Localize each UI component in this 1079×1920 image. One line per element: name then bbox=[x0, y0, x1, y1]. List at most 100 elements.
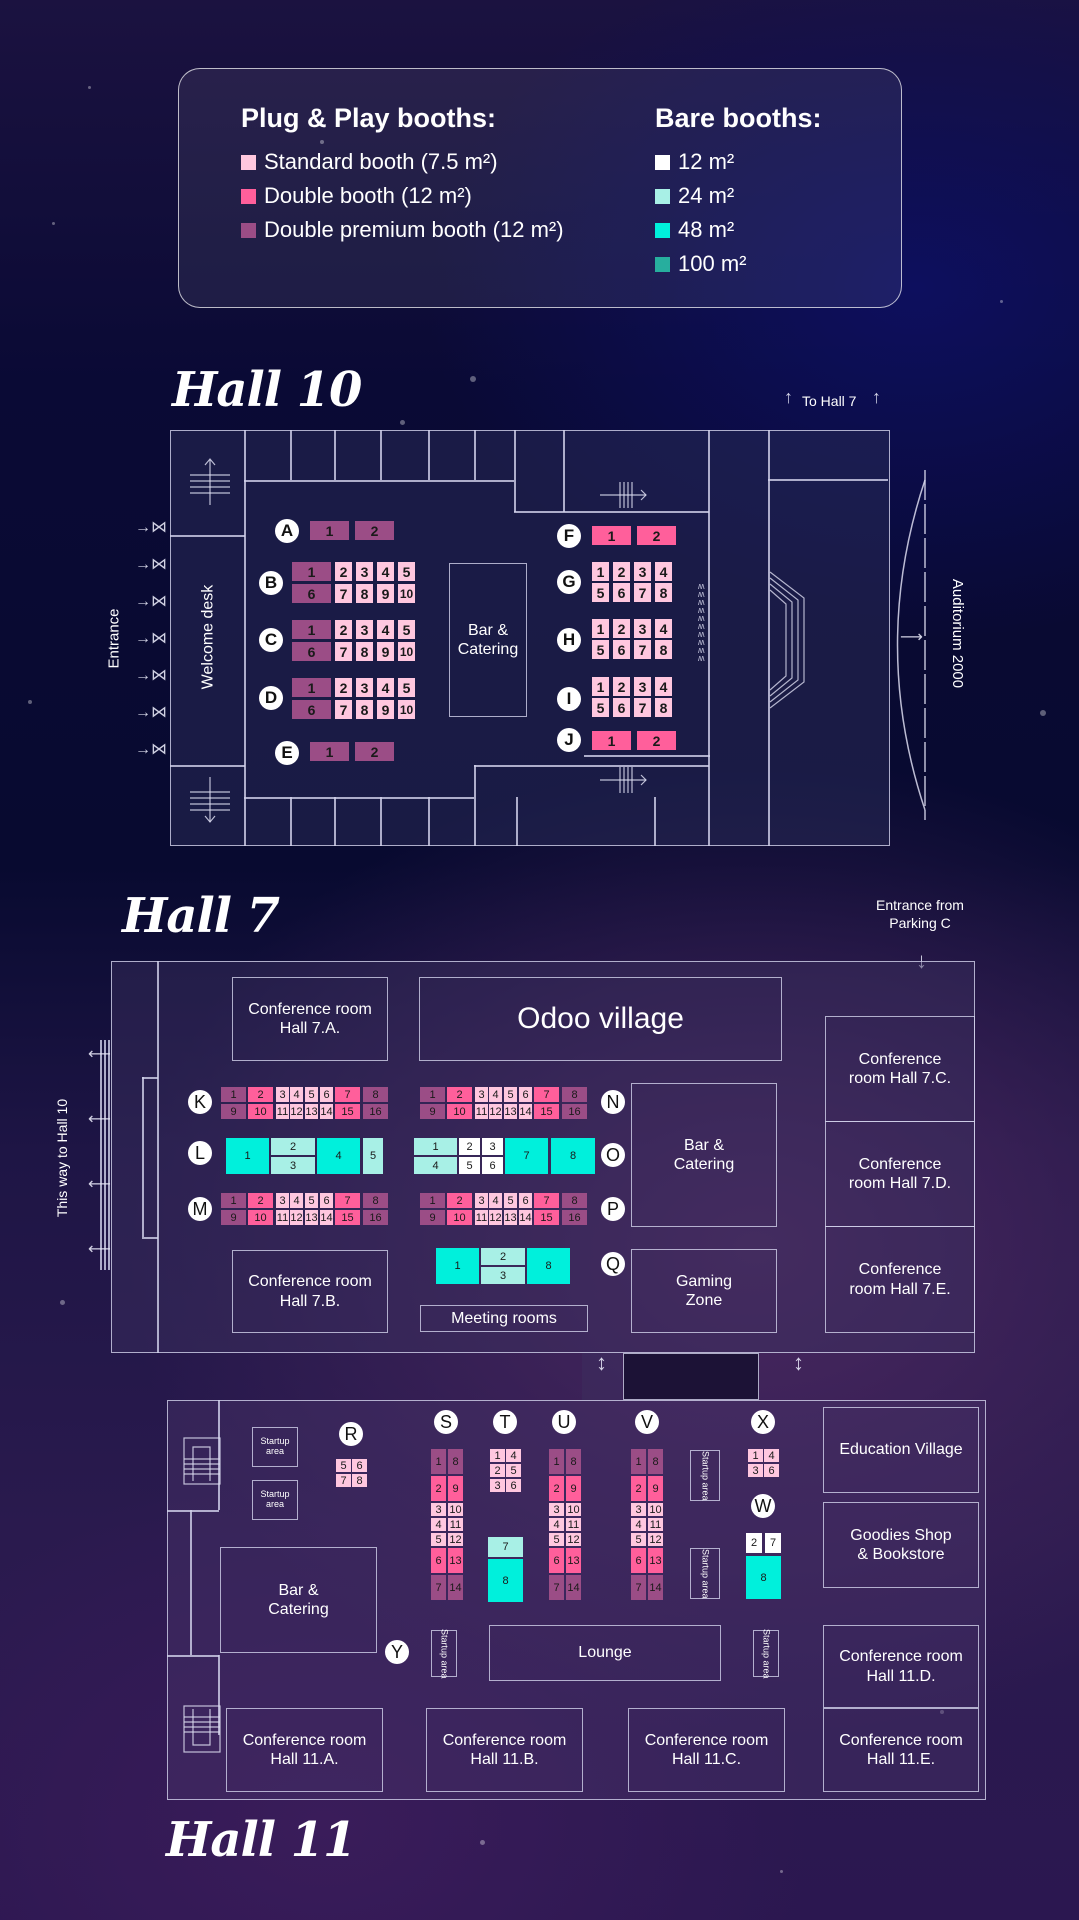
booth-q-3[interactable]: 3 bbox=[481, 1267, 525, 1284]
booth-p-16[interactable]: 16 bbox=[562, 1210, 587, 1225]
booth-s-4[interactable]: 4 bbox=[431, 1518, 446, 1531]
booth-k-8[interactable]: 8 bbox=[363, 1087, 388, 1102]
booth-u-8[interactable]: 8 bbox=[566, 1449, 581, 1474]
booth-o-4[interactable]: 4 bbox=[414, 1157, 457, 1174]
booth-m-5[interactable]: 5 bbox=[305, 1193, 318, 1208]
booth-t-6[interactable]: 6 bbox=[506, 1479, 521, 1492]
booth-h-2[interactable]: 2 bbox=[613, 619, 630, 638]
booth-h-6[interactable]: 6 bbox=[613, 640, 630, 659]
booth-p-14[interactable]: 14 bbox=[519, 1210, 532, 1225]
booth-p-10[interactable]: 10 bbox=[447, 1210, 472, 1225]
booth-x-3[interactable]: 3 bbox=[748, 1464, 763, 1477]
booth-k-15[interactable]: 15 bbox=[335, 1104, 360, 1119]
booth-u-13[interactable]: 13 bbox=[566, 1548, 581, 1573]
booth-n-1[interactable]: 1 bbox=[420, 1087, 445, 1102]
booth-a-2[interactable]: 2 bbox=[355, 521, 394, 540]
booth-b-10[interactable]: 10 bbox=[398, 584, 415, 603]
booth-w-8[interactable]: 8 bbox=[746, 1556, 781, 1599]
booth-s-10[interactable]: 10 bbox=[448, 1503, 463, 1516]
booth-s-14[interactable]: 14 bbox=[448, 1575, 463, 1600]
booth-p-8[interactable]: 8 bbox=[562, 1193, 587, 1208]
booth-i-1[interactable]: 1 bbox=[592, 677, 609, 696]
booth-x-6[interactable]: 6 bbox=[764, 1464, 779, 1477]
booth-v-5[interactable]: 5 bbox=[631, 1533, 646, 1546]
booth-b-8[interactable]: 8 bbox=[356, 584, 373, 603]
booth-l-4[interactable]: 4 bbox=[317, 1138, 360, 1174]
booth-v-2[interactable]: 2 bbox=[631, 1476, 646, 1501]
booth-n-15[interactable]: 15 bbox=[534, 1104, 559, 1119]
booth-q-8[interactable]: 8 bbox=[527, 1248, 570, 1284]
booth-u-5[interactable]: 5 bbox=[549, 1533, 564, 1546]
booth-p-1[interactable]: 1 bbox=[420, 1193, 445, 1208]
booth-o-1[interactable]: 1 bbox=[414, 1138, 457, 1155]
booth-s-3[interactable]: 3 bbox=[431, 1503, 446, 1516]
booth-p-6[interactable]: 6 bbox=[519, 1193, 532, 1208]
booth-o-6[interactable]: 6 bbox=[482, 1157, 503, 1174]
booth-c-7[interactable]: 7 bbox=[335, 642, 352, 661]
booth-u-3[interactable]: 3 bbox=[549, 1503, 564, 1516]
booth-i-5[interactable]: 5 bbox=[592, 698, 609, 717]
booth-l-5[interactable]: 5 bbox=[363, 1138, 383, 1174]
booth-h-1[interactable]: 1 bbox=[592, 619, 609, 638]
booth-r-7[interactable]: 7 bbox=[336, 1474, 351, 1487]
booth-r-8[interactable]: 8 bbox=[352, 1474, 367, 1487]
booth-n-5[interactable]: 5 bbox=[504, 1087, 517, 1102]
booth-k-3[interactable]: 3 bbox=[276, 1087, 289, 1102]
booth-k-10[interactable]: 10 bbox=[248, 1104, 273, 1119]
booth-m-12[interactable]: 12 bbox=[290, 1210, 303, 1225]
booth-u-12[interactable]: 12 bbox=[566, 1533, 581, 1546]
booth-m-4[interactable]: 4 bbox=[290, 1193, 303, 1208]
booth-s-1[interactable]: 1 bbox=[431, 1449, 446, 1474]
booth-g-6[interactable]: 6 bbox=[613, 583, 630, 602]
booth-i-6[interactable]: 6 bbox=[613, 698, 630, 717]
booth-p-11[interactable]: 11 bbox=[475, 1210, 488, 1225]
booth-v-1[interactable]: 1 bbox=[631, 1449, 646, 1474]
booth-k-11[interactable]: 11 bbox=[276, 1104, 289, 1119]
booth-m-13[interactable]: 13 bbox=[305, 1210, 318, 1225]
booth-s-5[interactable]: 5 bbox=[431, 1533, 446, 1546]
booth-c-3[interactable]: 3 bbox=[356, 620, 373, 639]
booth-b-3[interactable]: 3 bbox=[356, 562, 373, 581]
booth-b-5[interactable]: 5 bbox=[398, 562, 415, 581]
booth-g-4[interactable]: 4 bbox=[655, 562, 672, 581]
booth-b-6[interactable]: 6 bbox=[292, 584, 331, 603]
booth-m-14[interactable]: 14 bbox=[320, 1210, 333, 1225]
booth-n-8[interactable]: 8 bbox=[562, 1087, 587, 1102]
booth-q-1[interactable]: 1 bbox=[436, 1248, 479, 1284]
booth-x-1[interactable]: 1 bbox=[748, 1449, 763, 1462]
booth-v-10[interactable]: 10 bbox=[648, 1503, 663, 1516]
booth-a-1[interactable]: 1 bbox=[310, 521, 349, 540]
booth-d-2[interactable]: 2 bbox=[335, 678, 352, 697]
booth-t-7[interactable]: 7 bbox=[488, 1537, 523, 1557]
booth-o-5[interactable]: 5 bbox=[459, 1157, 480, 1174]
booth-c-5[interactable]: 5 bbox=[398, 620, 415, 639]
booth-b-2[interactable]: 2 bbox=[335, 562, 352, 581]
booth-h-7[interactable]: 7 bbox=[634, 640, 651, 659]
booth-s-11[interactable]: 11 bbox=[448, 1518, 463, 1531]
booth-i-2[interactable]: 2 bbox=[613, 677, 630, 696]
booth-o-8[interactable]: 8 bbox=[551, 1138, 595, 1174]
booth-m-2[interactable]: 2 bbox=[248, 1193, 273, 1208]
booth-v-6[interactable]: 6 bbox=[631, 1548, 646, 1573]
booth-n-2[interactable]: 2 bbox=[447, 1087, 472, 1102]
booth-e-1[interactable]: 1 bbox=[310, 742, 349, 761]
booth-d-8[interactable]: 8 bbox=[356, 700, 373, 719]
booth-u-11[interactable]: 11 bbox=[566, 1518, 581, 1531]
booth-i-4[interactable]: 4 bbox=[655, 677, 672, 696]
booth-g-2[interactable]: 2 bbox=[613, 562, 630, 581]
booth-k-6[interactable]: 6 bbox=[320, 1087, 333, 1102]
booth-w-2[interactable]: 2 bbox=[746, 1533, 762, 1553]
booth-m-8[interactable]: 8 bbox=[363, 1193, 388, 1208]
booth-c-9[interactable]: 9 bbox=[377, 642, 394, 661]
booth-d-6[interactable]: 6 bbox=[292, 700, 331, 719]
booth-t-5[interactable]: 5 bbox=[506, 1464, 521, 1477]
booth-k-16[interactable]: 16 bbox=[363, 1104, 388, 1119]
booth-c-4[interactable]: 4 bbox=[377, 620, 394, 639]
booth-o-7[interactable]: 7 bbox=[505, 1138, 548, 1174]
booth-n-11[interactable]: 11 bbox=[475, 1104, 488, 1119]
booth-g-5[interactable]: 5 bbox=[592, 583, 609, 602]
booth-w-7[interactable]: 7 bbox=[765, 1533, 781, 1553]
booth-u-4[interactable]: 4 bbox=[549, 1518, 564, 1531]
booth-n-12[interactable]: 12 bbox=[489, 1104, 502, 1119]
booth-f-1[interactable]: 1 bbox=[592, 526, 631, 545]
